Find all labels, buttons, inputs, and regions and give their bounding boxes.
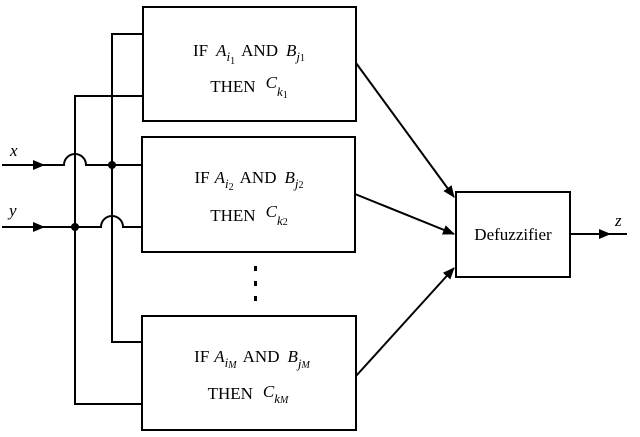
vertical-ellipsis [254,266,257,301]
y-bus [71,95,142,405]
defuzzifier-label: Defuzzifier [474,225,552,244]
output-z-label: z [614,211,622,230]
defuzzifier-block: Defuzzifier [455,191,571,278]
rule-2-to-defuzzifier-arrow [354,193,455,235]
y-junction-dot [71,223,79,231]
rule-m-to-defuzzifier-arrow [355,267,455,377]
rule-1-to-defuzzifier-arrow [355,62,455,198]
input-x-label: x [9,141,18,160]
x-junction-dot [108,161,116,169]
input-y-label: y [7,201,17,220]
x-bus [108,33,142,343]
input-x-wire [2,153,142,170]
